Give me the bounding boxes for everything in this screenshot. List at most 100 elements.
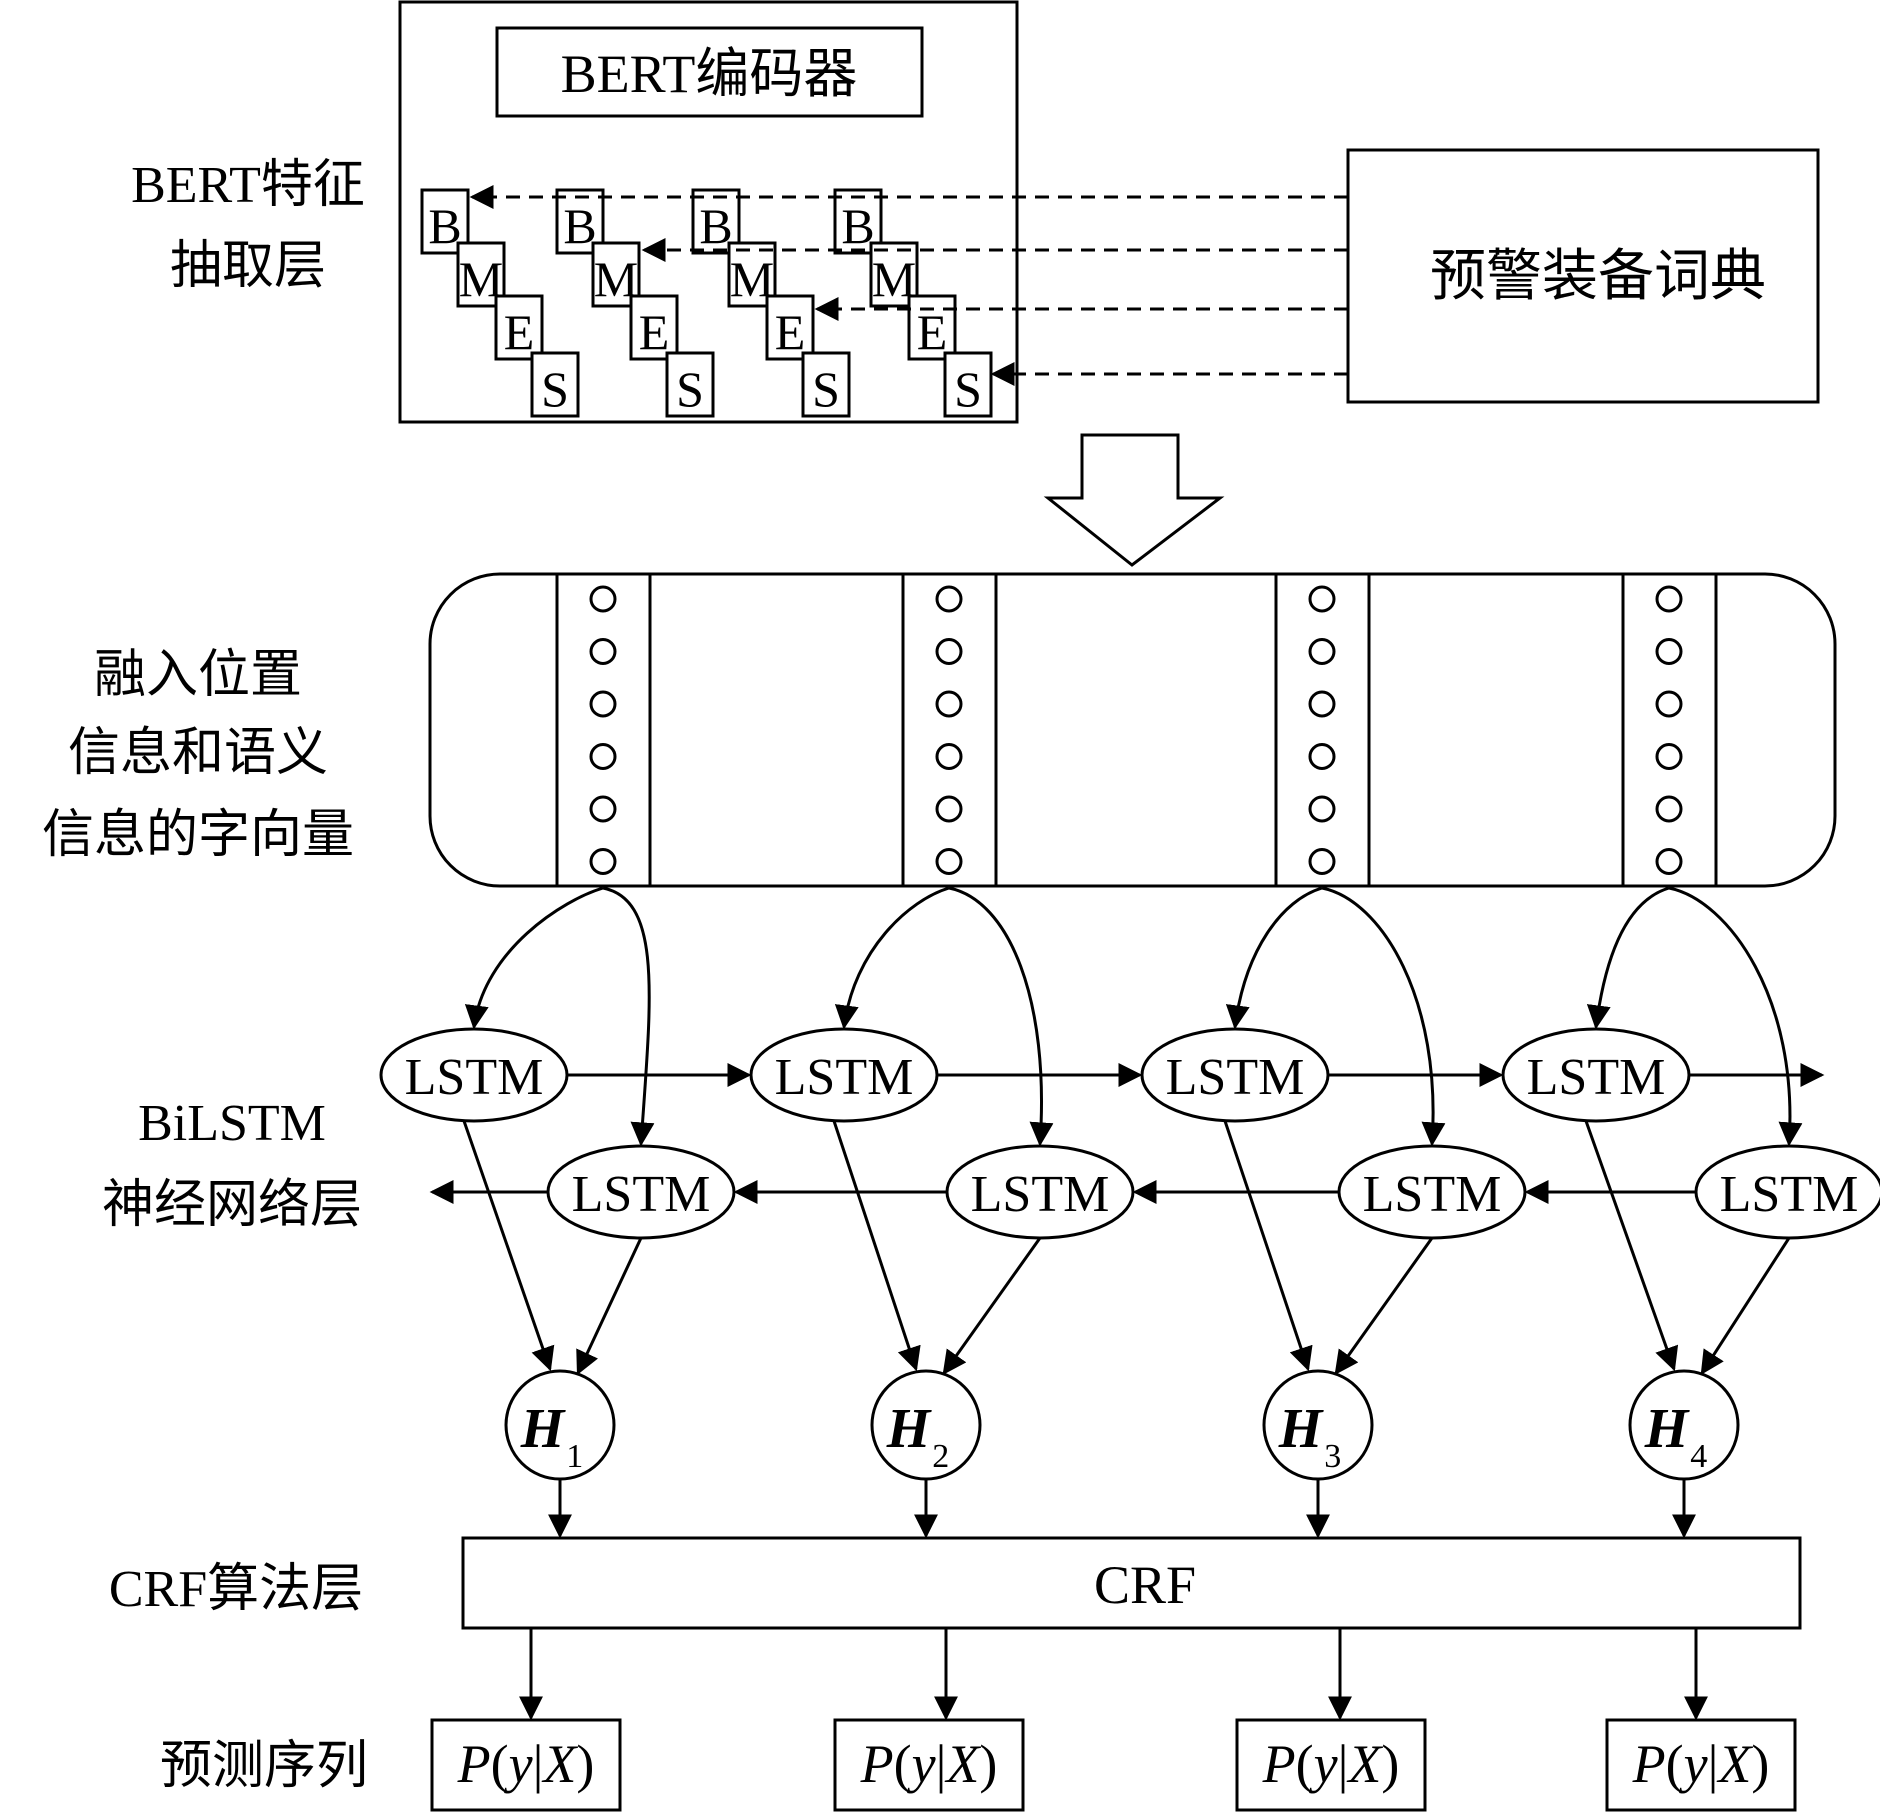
lstm-label: LSTM	[775, 1049, 914, 1106]
tag-letter-s: S	[954, 361, 982, 417]
output-box-3: P(y|X)	[1235, 1718, 1427, 1812]
arrow-forward-to-h-2	[832, 1120, 921, 1372]
embedding-dot	[589, 585, 617, 613]
embedding-column-1	[555, 574, 652, 886]
tag-letter-e: E	[504, 304, 535, 360]
embedding-label-line3: 信息的字向量	[42, 807, 354, 864]
embedding-dot	[935, 848, 963, 875]
embedding-dot	[589, 848, 617, 875]
hidden-state-3: H3	[1262, 1369, 1374, 1481]
crf-layer-label: CRF算法层	[109, 1561, 363, 1618]
bilstm-label-line2: 神经网络层	[102, 1177, 362, 1234]
dictionary-arrows	[469, 185, 1348, 386]
embedding-dot	[1655, 638, 1683, 665]
tag-box-e	[765, 294, 815, 361]
arrow-backward-to-h-4	[1700, 1237, 1791, 1376]
embedding-columns	[555, 574, 1718, 886]
tag-letter-b: B	[563, 198, 596, 254]
arrow-forward-to-h-4	[1584, 1120, 1679, 1372]
bert-box	[398, 0, 1019, 424]
arrow-emb-to-forward-4	[1586, 886, 1670, 1030]
prediction-outputs: P(y|X) P(y|X) P(y|X) P(y|X)	[430, 1718, 1797, 1812]
embedding-dot	[1308, 638, 1336, 665]
forward-lstm-4: LSTM	[1501, 1027, 1691, 1123]
lstm-label: LSTM	[572, 1166, 711, 1223]
output-box-4: P(y|X)	[1605, 1718, 1797, 1812]
output-label: P(y|X)	[1262, 1734, 1400, 1794]
embedding-dot	[589, 690, 617, 718]
dictionary-label: 预警装备词典	[1430, 246, 1766, 308]
backward-lstm-1: LSTM	[546, 1144, 736, 1240]
connections	[429, 886, 1825, 1721]
embedding-dot	[935, 795, 963, 823]
tag-letter-s: S	[541, 361, 569, 417]
tag-box-s	[943, 351, 993, 418]
prediction-layer-label: 预测序列	[160, 1738, 368, 1795]
arrow-emb-to-backward-2	[948, 886, 1054, 1147]
tag-letter-s: S	[812, 361, 840, 417]
embedding-dot	[1308, 848, 1336, 875]
tag-box-s	[801, 351, 851, 418]
arrow-emb-to-backward-4	[1668, 886, 1803, 1147]
lstm-label: LSTM	[405, 1049, 544, 1106]
embedding-dot	[935, 585, 963, 613]
embedding-dot	[1655, 690, 1683, 718]
output-label: P(y|X)	[1632, 1734, 1770, 1794]
arrow-backward-to-h-3	[1334, 1237, 1434, 1375]
embedding-dot	[935, 743, 963, 770]
left-labels: BERT特征 抽取层 融入位置 信息和语义 信息的字向量 BiLSTM 神经网络…	[42, 157, 368, 1795]
bert-encoder-box	[495, 26, 924, 118]
forward-lstm-3: LSTM	[1140, 1027, 1330, 1123]
embedding-dot	[1655, 848, 1683, 875]
tag-box-s	[530, 351, 580, 418]
arrow-forward-to-h-3	[1223, 1120, 1313, 1372]
embedding-dot	[935, 638, 963, 665]
tag-letter-b: B	[428, 198, 461, 254]
tag-box-s	[665, 351, 715, 418]
lstm-label: LSTM	[1527, 1049, 1666, 1106]
embedding-column-3	[1274, 574, 1371, 886]
arrow-backward-to-h-2	[942, 1237, 1042, 1375]
output-label: P(y|X)	[860, 1734, 998, 1794]
backward-lstm-4: LSTM	[1694, 1144, 1880, 1240]
tag-letter-e: E	[639, 304, 670, 360]
lstm-label: LSTM	[1363, 1166, 1502, 1223]
arrow-emb-to-backward-3	[1321, 886, 1446, 1147]
tag-box-e	[907, 294, 957, 361]
dictionary-box	[1346, 148, 1820, 404]
embedding-dot	[589, 743, 617, 770]
embedding-dot	[589, 795, 617, 823]
arrow-backward-to-h-1	[576, 1237, 643, 1376]
embedding-dot	[1308, 585, 1336, 613]
bilstm-label-line1: BiLSTM	[138, 1095, 326, 1152]
embedding-dot	[1308, 690, 1336, 718]
embedding-box	[428, 572, 1837, 888]
embedding-dot	[935, 690, 963, 718]
down-block-arrow-icon	[1043, 433, 1225, 567]
forward-lstm-2: LSTM	[749, 1027, 939, 1123]
backward-lstm-2: LSTM	[945, 1144, 1135, 1240]
embedding-label-line2: 信息和语义	[68, 725, 328, 782]
embedding-dot	[1655, 743, 1683, 770]
embedding-column-2	[901, 574, 998, 886]
arrow-emb-to-forward-2	[834, 886, 950, 1030]
hidden-state-4: H4	[1628, 1369, 1740, 1481]
output-box-1: P(y|X)	[430, 1718, 622, 1812]
lstm-label: LSTM	[1166, 1049, 1305, 1106]
arrow-emb-to-forward-1	[464, 886, 604, 1030]
arrow-forward-to-h-1	[462, 1120, 555, 1372]
arrow-emb-to-forward-3	[1225, 886, 1323, 1030]
bert-encoder-label: BERT编码器	[561, 44, 858, 104]
tag-letter-e: E	[775, 304, 806, 360]
bert-layer-label-line2: 抽取层	[170, 238, 326, 295]
embedding-dot	[1308, 795, 1336, 823]
tag-letter-b: B	[841, 198, 874, 254]
bert-layer-label-line1: BERT特征	[131, 157, 365, 214]
tag-letter-s: S	[676, 361, 704, 417]
tag-letter-e: E	[917, 304, 948, 360]
